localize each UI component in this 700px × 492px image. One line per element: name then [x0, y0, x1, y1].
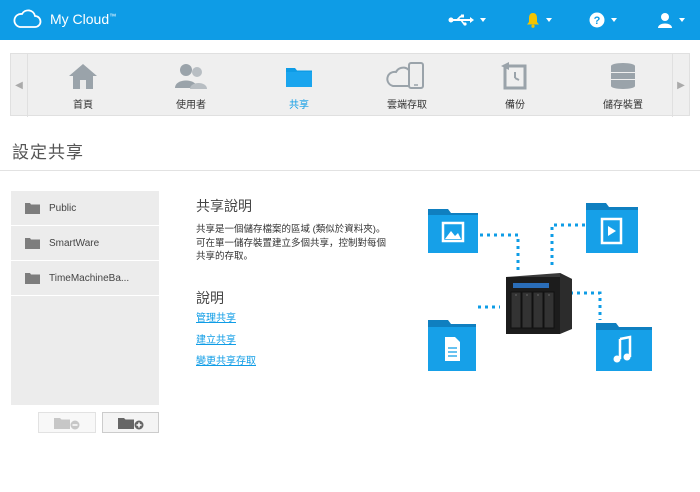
- chevron-down-icon: [546, 18, 552, 22]
- user-menu[interactable]: [657, 9, 685, 31]
- music-folder-icon: [596, 323, 652, 371]
- top-bar: My Cloud™ ?: [0, 0, 700, 40]
- manage-shares-link[interactable]: 管理共享: [196, 313, 236, 324]
- folder-icon: [25, 273, 40, 284]
- nas-device-icon: [506, 273, 572, 334]
- nav-item-home[interactable]: 首頁: [33, 54, 133, 117]
- folder-remove-icon: [54, 417, 80, 429]
- help-icon: ?: [589, 12, 605, 28]
- app-title: My Cloud™: [50, 11, 117, 27]
- change-share-access-link[interactable]: 變更共享存取: [196, 356, 256, 367]
- chevron-down-icon: [611, 18, 617, 22]
- nav-item-cloud-access[interactable]: 雲端存取: [357, 54, 457, 117]
- shares-folder-icon: [286, 68, 312, 87]
- usb-menu[interactable]: [448, 9, 486, 31]
- image-folder-icon: [428, 209, 478, 253]
- backup-icon: [501, 62, 527, 90]
- divider: [0, 170, 700, 171]
- logo[interactable]: My Cloud™: [12, 8, 116, 30]
- home-icon: [69, 64, 97, 89]
- svg-text:?: ?: [594, 15, 601, 27]
- nav-item-shares[interactable]: 共享: [249, 54, 349, 117]
- share-item-smartware[interactable]: SmartWare: [11, 226, 159, 261]
- nav-item-users[interactable]: 使用者: [141, 54, 241, 117]
- nav-item-storage[interactable]: 儲存裝置: [573, 54, 673, 117]
- document-folder-icon: [428, 320, 476, 371]
- chevron-down-icon: [480, 18, 486, 22]
- chevron-down-icon: [679, 18, 685, 22]
- bell-icon: [527, 13, 539, 28]
- folder-icon: [25, 238, 40, 249]
- shares-illustration: [428, 203, 652, 371]
- nav-scroll-left-button[interactable]: ◀: [11, 54, 28, 117]
- remove-share-button[interactable]: [38, 412, 96, 433]
- share-description-text: 共享是一個儲存檔案的區域 (類似於資料夾)。可在單一儲存裝置建立多個共享，控制對…: [196, 224, 387, 262]
- create-share-link[interactable]: 建立共享: [196, 335, 236, 346]
- help-title: 說明: [196, 290, 224, 306]
- usb-icon: [448, 14, 474, 26]
- video-folder-icon: [586, 203, 638, 253]
- share-item-public[interactable]: Public: [11, 191, 159, 226]
- cloud-access-icon: [386, 62, 424, 89]
- nav-scroll-right-button[interactable]: ▶: [672, 54, 689, 117]
- add-share-button[interactable]: [102, 412, 159, 433]
- notifications-menu[interactable]: [526, 9, 552, 31]
- page-title: 設定共享: [12, 143, 84, 162]
- main-nav: ◀ 首頁 使用者 共享 雲端存取: [10, 53, 690, 117]
- share-description-title: 共享說明: [196, 198, 252, 214]
- help-menu[interactable]: ?: [589, 9, 617, 31]
- folder-add-icon: [117, 417, 143, 429]
- cloud-logo-icon: [13, 9, 42, 28]
- storage-icon: [611, 63, 635, 89]
- nav-item-backup[interactable]: 備份: [465, 54, 565, 117]
- users-icon: [175, 64, 207, 89]
- share-list: Public SmartWare TimeMachineBa...: [11, 191, 159, 405]
- user-icon: [658, 13, 672, 28]
- share-item-timemachine[interactable]: TimeMachineBa...: [11, 261, 159, 296]
- connector-lines: [478, 223, 602, 320]
- folder-icon: [25, 203, 40, 214]
